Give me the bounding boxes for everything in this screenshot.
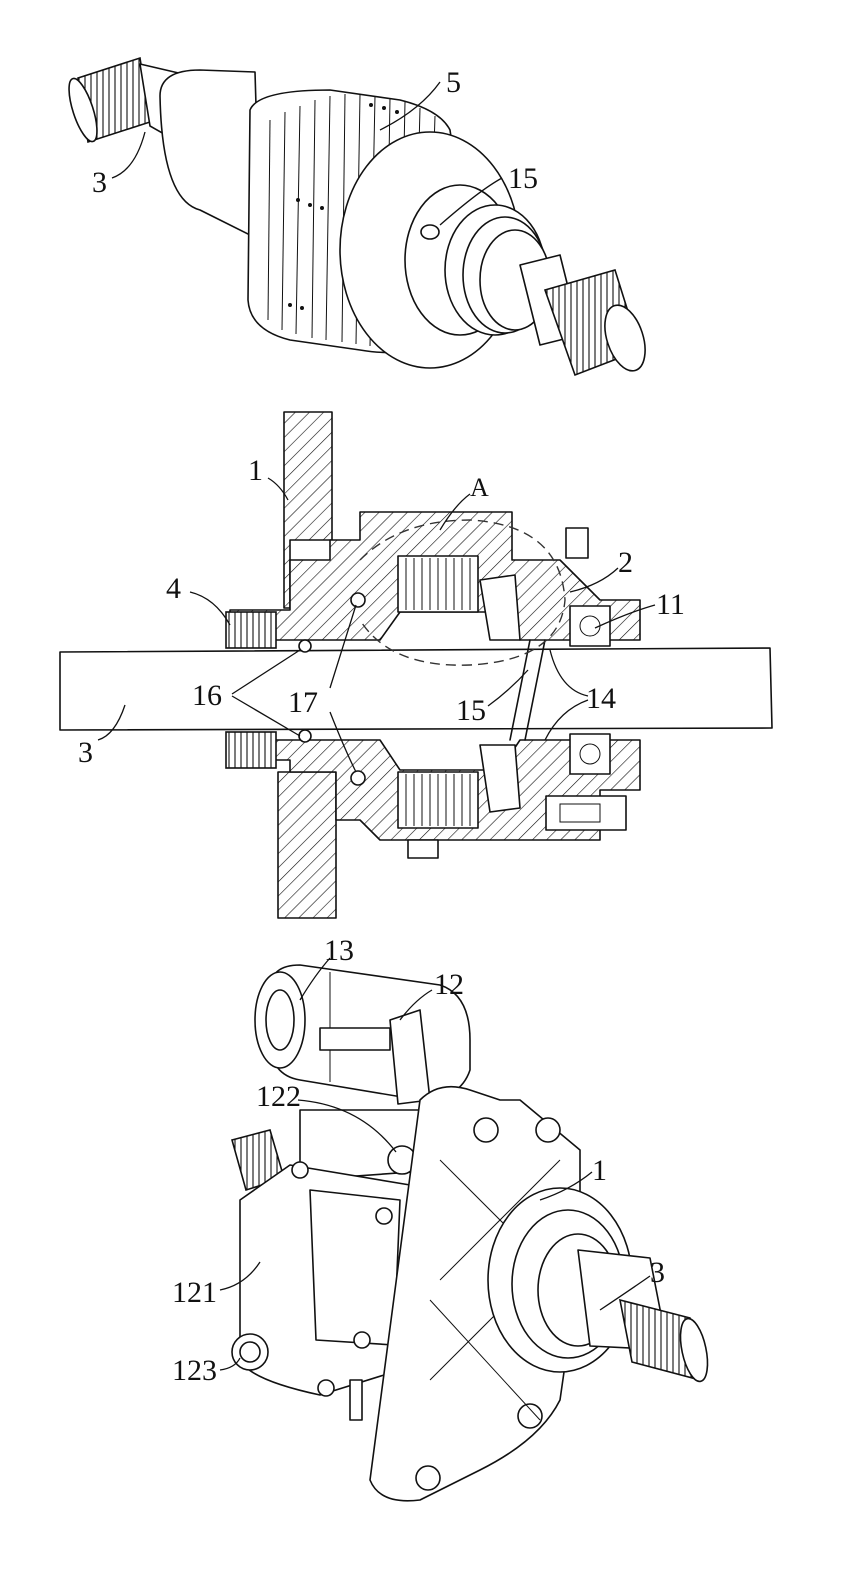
- mounting-plate-top: [283, 411, 333, 609]
- left-hub-upper: [225, 611, 277, 649]
- shaft-right-spline: [543, 269, 646, 377]
- leader-mA: [439, 493, 471, 531]
- figure-middle-cross-section: 1 A 2 4 11 16 17 15 14 3: [59, 411, 773, 919]
- leader-b121: [219, 1261, 261, 1291]
- label-m11: 11: [656, 588, 685, 621]
- figure-top-shaft-assembly: 3 5 15: [68, 56, 646, 377]
- leader-m17: [329, 604, 357, 773]
- bracket-1: [369, 1085, 581, 1502]
- leader-t15: [439, 177, 503, 226]
- label-t3: 3: [92, 166, 107, 199]
- label-t5: 5: [446, 66, 461, 99]
- leader-m3: [97, 704, 126, 741]
- label-t15: 15: [508, 162, 538, 195]
- leader-b12: [399, 989, 433, 1021]
- mounting-plate-bottom: [277, 771, 337, 919]
- label-mA: A: [470, 473, 489, 502]
- left-hub-lower: [225, 731, 277, 769]
- label-m16: 16: [192, 679, 222, 712]
- leader-b122: [297, 1099, 397, 1153]
- label-m2: 2: [618, 546, 633, 579]
- piston-lower: [479, 744, 521, 813]
- label-b122: 122: [256, 1080, 301, 1113]
- leader-b123: [219, 1357, 241, 1371]
- oil-hole: [420, 224, 440, 240]
- shaft-collar: [159, 69, 261, 241]
- cover-121: [239, 1161, 411, 1421]
- oil-channel-1: [509, 639, 531, 741]
- label-b123: 123: [172, 1354, 217, 1387]
- leader-m15: [487, 669, 529, 707]
- label-m4: 4: [166, 572, 181, 605]
- piston-upper: [479, 574, 521, 641]
- leader-m16: [231, 649, 301, 737]
- label-b13: 13: [324, 934, 354, 967]
- label-b3: 3: [650, 1256, 665, 1289]
- drain-plug: [407, 839, 439, 859]
- clutch-plates-lower: [397, 771, 479, 829]
- leader-m14: [544, 649, 589, 741]
- seal-16-upper: [298, 639, 312, 653]
- leader-t3: [111, 131, 146, 179]
- bolt-top: [565, 527, 589, 559]
- leader-b3: [599, 1275, 651, 1311]
- label-b1: 1: [592, 1154, 607, 1187]
- bearing-right-lower: [569, 733, 611, 775]
- seal-16-lower: [298, 729, 312, 743]
- leader-m2: [569, 567, 619, 593]
- leader-t5: [379, 81, 441, 131]
- knob-123: [231, 1333, 269, 1371]
- output-spline: [618, 1298, 709, 1383]
- bearing-right-upper: [569, 605, 611, 647]
- label-m3: 3: [78, 736, 93, 769]
- detail-circle-A: [359, 519, 566, 666]
- leader-m4: [189, 591, 231, 626]
- oil-channel-2: [524, 639, 546, 741]
- label-m17: 17: [288, 686, 318, 719]
- leader-b13: [299, 957, 331, 1001]
- label-m1: 1: [248, 454, 263, 487]
- leader-b1: [539, 1171, 593, 1201]
- valve-assembly: [545, 795, 627, 831]
- clutch-plates-upper: [397, 555, 479, 613]
- leader-m11: [594, 604, 656, 629]
- label-m15: 15: [456, 694, 486, 727]
- label-m14: 14: [586, 682, 616, 715]
- seal-17-upper: [350, 592, 366, 608]
- label-b121: 121: [172, 1276, 217, 1309]
- shaft-left-spline: [68, 56, 151, 144]
- label-b12: 12: [434, 968, 464, 1001]
- seal-17-lower: [350, 770, 366, 786]
- figure-bottom-assembly: 13 12 122 1 3 121 123: [172, 934, 709, 1502]
- leader-m1: [267, 477, 289, 501]
